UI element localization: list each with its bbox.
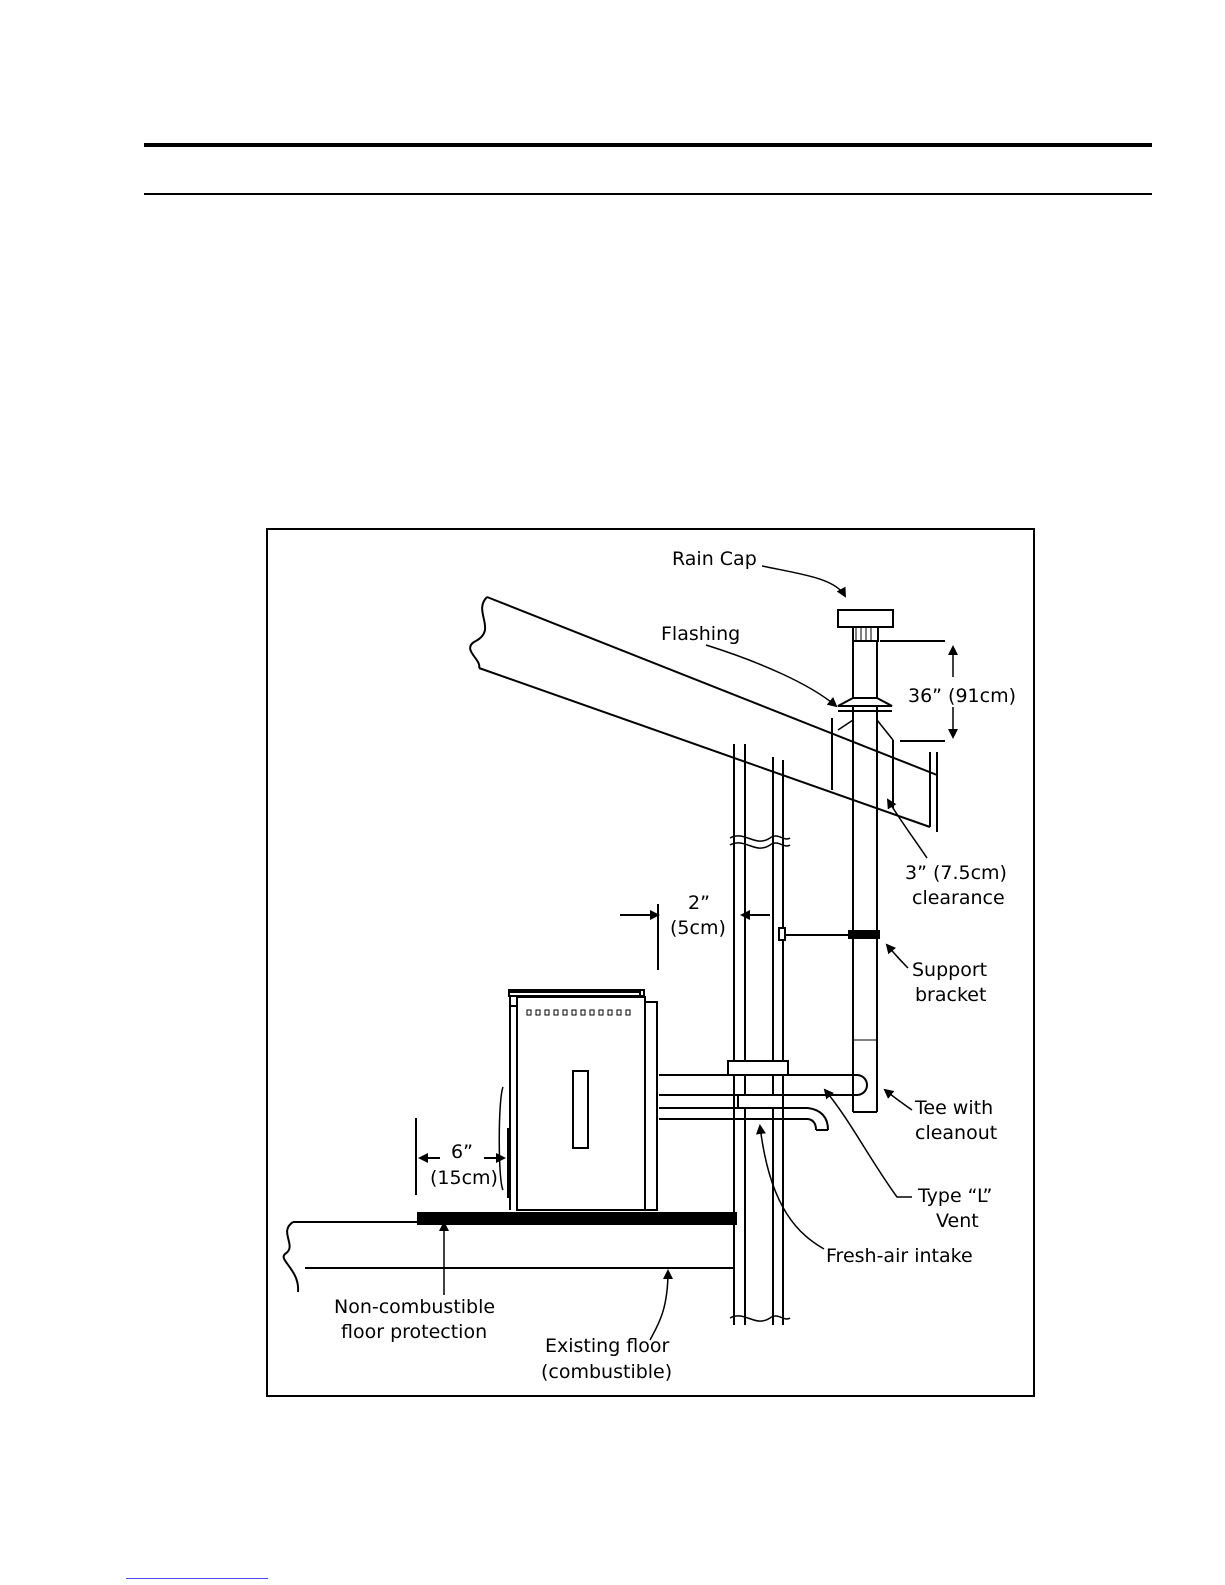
label-support-bracket-line2: bracket bbox=[915, 984, 986, 1006]
label-flashing: Flashing bbox=[661, 623, 740, 645]
label-pipe-clearance-line1: 3” (7.5cm) bbox=[905, 862, 1007, 884]
label-support-bracket-line1: Support bbox=[912, 959, 987, 981]
label-type-l-vent-line2: Vent bbox=[936, 1210, 979, 1232]
label-pipe-clearance-line2: clearance bbox=[912, 887, 1005, 909]
label-roof-clearance: 36” (91cm) bbox=[908, 685, 1016, 707]
label-rain-cap: Rain Cap bbox=[672, 548, 757, 570]
label-floor-protection-line2: floor protection bbox=[341, 1321, 487, 1343]
pellet-stove bbox=[499, 990, 657, 1210]
label-tee-cleanout-line2: cleanout bbox=[915, 1122, 997, 1144]
support-bracket bbox=[779, 928, 879, 940]
label-existing-floor-line2: (combustible) bbox=[541, 1361, 672, 1383]
horizontal-vent bbox=[659, 1061, 867, 1130]
label-fresh-air: Fresh-air intake bbox=[826, 1245, 973, 1267]
label-type-l-vent-line1: Type “L” bbox=[917, 1185, 992, 1207]
wall bbox=[730, 744, 790, 1325]
label-floor-protection-line1: Non-combustible bbox=[334, 1296, 495, 1318]
label-rear-clearance-line2: (15cm) bbox=[430, 1167, 498, 1189]
vent-pipe bbox=[838, 610, 893, 1112]
label-tee-cleanout-line1: Tee with bbox=[914, 1097, 993, 1119]
footer-link-underline[interactable] bbox=[126, 1578, 268, 1579]
label-wall-clearance-line2: (5cm) bbox=[670, 917, 726, 939]
label-rear-clearance-line1: 6” bbox=[451, 1141, 473, 1163]
label-wall-clearance-line1: 2” bbox=[688, 892, 710, 914]
label-existing-floor-line1: Existing floor bbox=[545, 1335, 670, 1357]
